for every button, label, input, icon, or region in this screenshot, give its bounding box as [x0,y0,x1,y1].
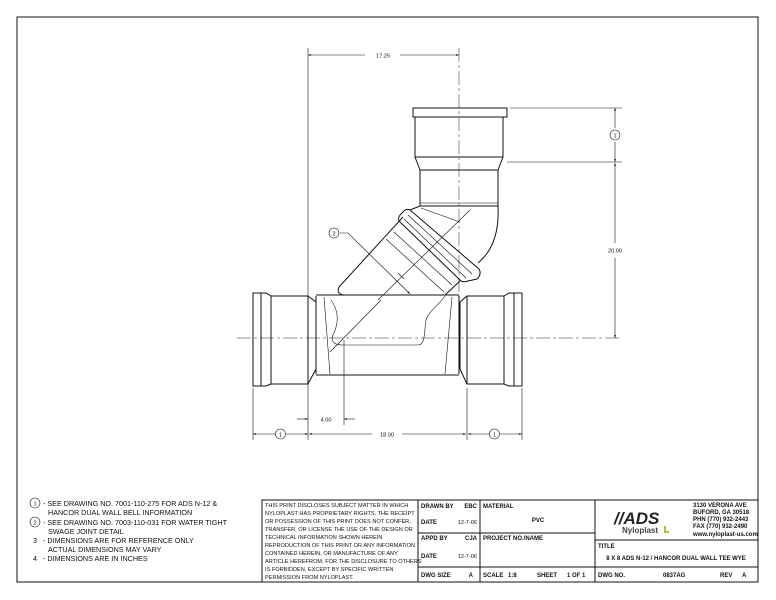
svg-text:PERMISSION FROM NYLOPLAST.: PERMISSION FROM NYLOPLAST. [265,575,354,581]
date2-value: 12-7-06 [458,554,477,560]
date2-label: DATE [421,554,437,560]
dwg-no-label: DWG NO. [598,573,625,579]
svg-text:TECHNICAL INFORMATION SHOWN HE: TECHNICAL INFORMATION SHOWN HEREIN [265,535,382,541]
callout-bubble-1 [609,129,621,141]
dimension-label-20-00: 20.00 [608,249,622,255]
svg-text://ADS: //ADS [613,509,660,528]
rev-label: REV [720,573,732,579]
svg-text:OR POSSESSION OF THIS PRINT DO: OR POSSESSION OF THIS PRINT DOES NOT CON… [265,519,411,525]
appd-by-label: APPD BY [421,536,448,542]
general-notes: 1 - SEE DRAWING NO. 7001-110-275 FOR ADS… [29,497,228,563]
ads-nyloplast-logo: //ADS Nyloplast [613,509,669,535]
date1-value: 12-7-06 [458,520,477,526]
svg-text:3130 VERONA AVE: 3130 VERONA AVE [693,503,747,509]
svg-text:NYLOPLAST HAS PROPRIETARY RIGH: NYLOPLAST HAS PROPRIETARY RIGHTS. THE RE… [265,511,415,517]
upper-bell [412,107,508,207]
svg-text:2: 2 [33,521,36,527]
svg-text:- DIMENSIONS ARE FOR REFERENCE: - DIMENSIONS ARE FOR REFERENCE ONLY [43,536,194,545]
dimension-label-4-00: 4.00 [321,418,332,424]
dimension-label-18-00: 18.00 [380,433,394,439]
svg-text:HANCOR DUAL WALL BELL INFORMAT: HANCOR DUAL WALL BELL INFORMATION [48,508,192,517]
scale-value: 1:8 [508,573,517,579]
svg-text:BUFORD, GA 30518: BUFORD, GA 30518 [693,510,750,516]
dwg-no-value: 0837AG [663,573,686,579]
svg-text:IS FORBIDDEN, EXCEPT BY SPECIF: IS FORBIDDEN, EXCEPT BY SPECIFIC WRITTEN [265,567,393,573]
svg-text:3: 3 [33,536,37,545]
svg-text:2: 2 [332,232,335,238]
svg-text:TRANSFER, OR LICENSE THE USE O: TRANSFER, OR LICENSE THE USE OF THE DESI… [265,527,413,533]
sheet-border [16,16,759,583]
sheet-label: SHEET [537,573,557,579]
dwg-size-label: DWG SIZE [421,573,451,579]
right-bell [458,292,523,387]
svg-text:1: 1 [33,502,36,508]
svg-text:- SEE DRAWING NO. 7003-110-031: - SEE DRAWING NO. 7003-110-031 FOR WATER… [43,518,228,527]
dimension-label-17-25: 17.25 [376,54,390,60]
callout-bubble-1-left [275,428,286,440]
title-label: TITLE [598,544,615,550]
svg-text:SWAGE JOINT DETAIL: SWAGE JOINT DETAIL [48,527,124,536]
drawing-title: 8 X 8 ADS N-12 / HANCOR DUAL WALL TEE WY… [606,556,746,562]
material-label: MATERIAL [483,504,514,510]
material-value: PVC [532,518,545,524]
svg-text:CONTAINED HEREIN, OR MANUFACTU: CONTAINED HEREIN, OR MANUFACTURE OF ANY [265,551,398,557]
dimension-bottom: 4.00 1 18.00 1 [252,340,523,440]
svg-text:FAX (770) 932-2490: FAX (770) 932-2490 [693,524,748,530]
drawn-by-label: DRAWN BY [421,504,454,510]
sheet-value: 1 OF 1 [567,573,586,579]
swage-callout: 2 [328,227,411,295]
rev-value: A [742,573,747,579]
company-address: 3130 VERONA AVE BUFORD, GA 30518 PHN (77… [692,503,758,538]
svg-text:- DIMENSIONS ARE IN INCHES: - DIMENSIONS ARE IN INCHES [43,554,148,563]
svg-text:ARTICLE HEREFROM, FOR THE DISC: ARTICLE HEREFROM, FOR THE DISCLOSURE TO … [265,559,422,565]
svg-text:1: 1 [279,433,282,439]
note-bubble-2 [29,516,41,528]
svg-text:- SEE DRAWING NO. 7001-110-275: - SEE DRAWING NO. 7001-110-275 FOR ADS N… [43,499,217,508]
disclaimer-text: THIS PRINT DISCLOSES SUBJECT MATTER IN W… [265,503,422,581]
appd-by-value: CJA [465,536,478,542]
scale-label: SCALE [483,573,503,579]
callout-bubble-2 [328,227,340,239]
svg-text:1: 1 [493,433,496,439]
svg-text:PHN (770) 932-2443: PHN (770) 932-2443 [693,517,749,523]
wye-branch [337,205,499,301]
dwg-size-value: A [469,573,474,579]
svg-text:Nyloplast: Nyloplast [622,526,658,535]
svg-text:ACTUAL DIMENSIONS MAY VARY: ACTUAL DIMENSIONS MAY VARY [48,545,162,554]
tee-wye-drawing: 17.25 1 20.00 2 4.0 [237,48,622,440]
dimension-overall-width: 17.25 [307,48,459,440]
svg-text:4: 4 [33,554,37,563]
project-label: PROJECT NO./NAME [483,536,543,542]
svg-text:1: 1 [613,134,616,140]
svg-text:THIS PRINT DISCLOSES SUBJECT M: THIS PRINT DISCLOSES SUBJECT MATTER IN W… [265,503,408,509]
left-bell [252,292,317,387]
title-block: THIS PRINT DISCLOSES SUBJECT MATTER IN W… [261,499,759,583]
svg-text:REPRODUCTION OF THIS PRINT OR: REPRODUCTION OF THIS PRINT OR ANY INFORM… [265,543,415,549]
svg-text:www.nyloplast-us.com: www.nyloplast-us.com [692,532,758,538]
dimension-height: 1 20.00 [507,107,622,338]
date1-label: DATE [421,520,437,526]
callout-bubble-1-right [489,428,500,440]
note-bubble-1 [29,497,41,509]
main-run-body [316,294,459,376]
drawn-by-value: EBC [464,504,477,510]
